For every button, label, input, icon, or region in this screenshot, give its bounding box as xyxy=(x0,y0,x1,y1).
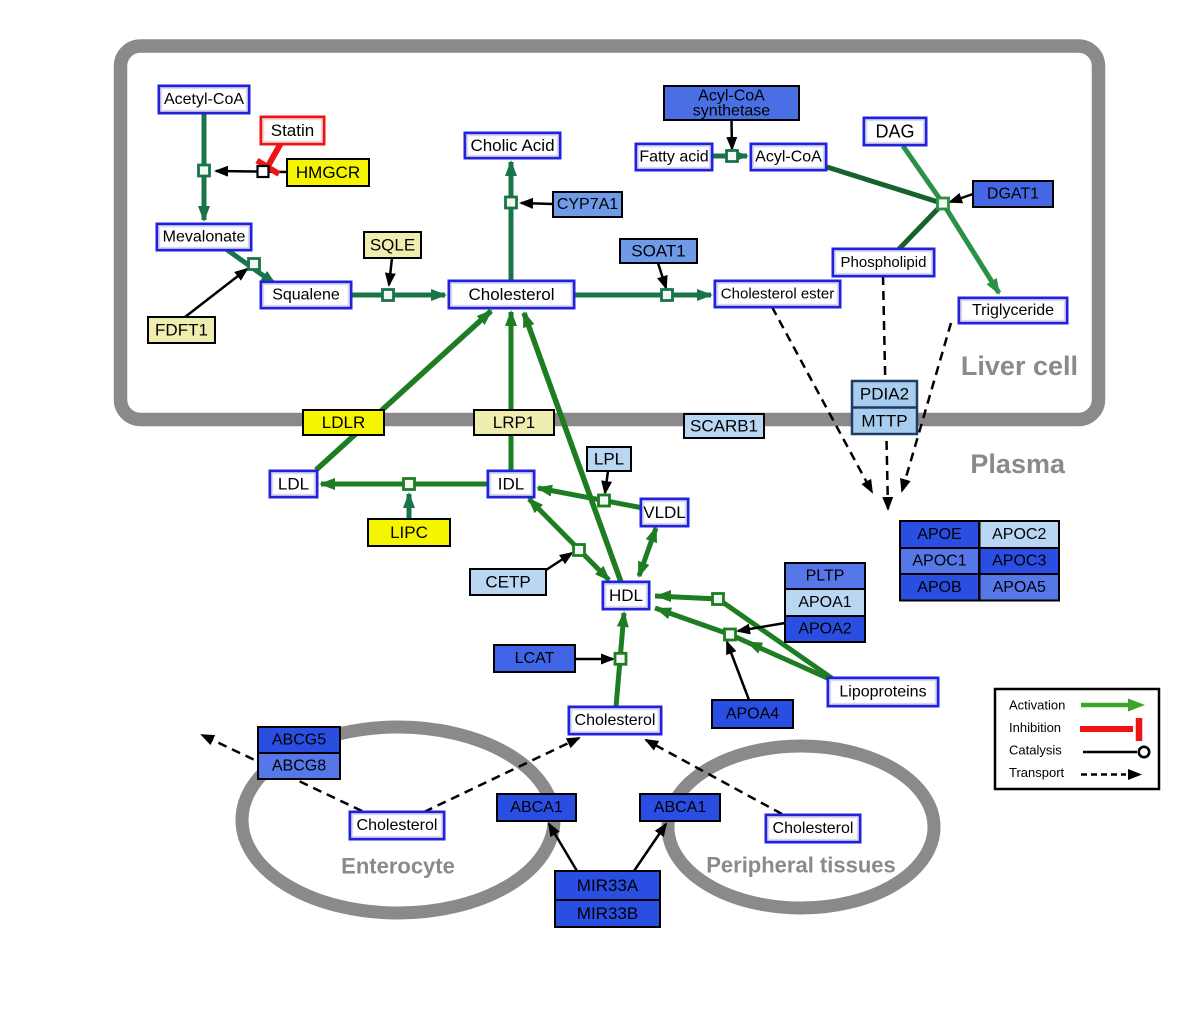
svg-text:APOC2: APOC2 xyxy=(992,526,1046,543)
svg-text:Plasma: Plasma xyxy=(970,449,1066,479)
svg-text:APOE: APOE xyxy=(917,526,961,543)
svg-text:Cholic Acid: Cholic Acid xyxy=(470,136,554,155)
svg-text:Mevalonate: Mevalonate xyxy=(163,229,246,246)
svg-text:Acyl-CoA: Acyl-CoA xyxy=(698,88,765,105)
svg-text:Peripheral tissues: Peripheral tissues xyxy=(706,853,896,878)
svg-text:LPL: LPL xyxy=(594,450,624,469)
svg-text:ABCG5: ABCG5 xyxy=(272,732,326,749)
svg-text:Acyl-CoA: Acyl-CoA xyxy=(755,149,822,166)
svg-text:ABCG8: ABCG8 xyxy=(272,758,326,775)
svg-text:APOB: APOB xyxy=(917,579,961,596)
svg-text:ABCA1: ABCA1 xyxy=(654,799,707,816)
svg-text:LDLR: LDLR xyxy=(322,413,365,432)
svg-text:Phospholipid: Phospholipid xyxy=(841,254,927,271)
svg-text:SOAT1: SOAT1 xyxy=(631,242,685,261)
svg-text:APOA2: APOA2 xyxy=(798,621,851,638)
svg-text:Activation: Activation xyxy=(1009,698,1065,713)
svg-text:Cholesterol: Cholesterol xyxy=(773,820,854,837)
svg-text:Triglyceride: Triglyceride xyxy=(972,302,1054,319)
svg-text:Cholesterol: Cholesterol xyxy=(469,285,555,304)
svg-text:APOA4: APOA4 xyxy=(726,706,779,723)
svg-text:APOA5: APOA5 xyxy=(993,579,1046,596)
svg-text:Squalene: Squalene xyxy=(272,287,340,304)
svg-text:HDL: HDL xyxy=(609,586,643,605)
svg-text:MTTP: MTTP xyxy=(861,412,907,431)
svg-text:Liver cell: Liver cell xyxy=(961,351,1078,381)
svg-text:LIPC: LIPC xyxy=(390,523,428,542)
svg-text:SQLE: SQLE xyxy=(370,236,415,255)
svg-text:ABCA1: ABCA1 xyxy=(510,799,563,816)
svg-text:Inhibition: Inhibition xyxy=(1009,720,1061,735)
svg-text:Transport: Transport xyxy=(1009,765,1065,780)
svg-text:MIR33A: MIR33A xyxy=(577,876,639,895)
svg-text:APOA1: APOA1 xyxy=(798,594,851,611)
svg-text:Catalysis: Catalysis xyxy=(1009,743,1062,758)
svg-text:LRP1: LRP1 xyxy=(493,413,536,432)
svg-text:LDL: LDL xyxy=(278,475,309,494)
svg-text:Fatty acid: Fatty acid xyxy=(639,149,708,166)
svg-text:PDIA2: PDIA2 xyxy=(860,385,909,404)
svg-text:VLDL: VLDL xyxy=(643,503,686,522)
svg-text:Lipoproteins: Lipoproteins xyxy=(839,684,926,701)
svg-text:DAG: DAG xyxy=(875,122,914,142)
svg-text:Cholesterol: Cholesterol xyxy=(575,712,656,729)
svg-text:APOC1: APOC1 xyxy=(912,553,966,570)
svg-text:PLTP: PLTP xyxy=(806,568,845,585)
svg-text:DGAT1: DGAT1 xyxy=(987,186,1039,203)
svg-text:Statin: Statin xyxy=(271,121,314,140)
svg-text:LCAT: LCAT xyxy=(515,650,555,667)
svg-text:Cholesterol ester: Cholesterol ester xyxy=(721,286,834,303)
svg-text:Enterocyte: Enterocyte xyxy=(341,854,455,879)
svg-text:APOC3: APOC3 xyxy=(992,553,1046,570)
svg-text:CYP7A1: CYP7A1 xyxy=(557,196,618,213)
svg-text:Acetyl-CoA: Acetyl-CoA xyxy=(164,91,244,108)
svg-text:FDFT1: FDFT1 xyxy=(155,321,208,340)
svg-text:Cholesterol: Cholesterol xyxy=(357,817,438,834)
svg-text:CETP: CETP xyxy=(485,573,530,592)
svg-text:synthetase: synthetase xyxy=(693,103,770,120)
svg-text:HMGCR: HMGCR xyxy=(296,163,360,182)
svg-text:MIR33B: MIR33B xyxy=(577,904,638,923)
svg-text:SCARB1: SCARB1 xyxy=(690,417,758,436)
svg-text:IDL: IDL xyxy=(498,475,524,494)
